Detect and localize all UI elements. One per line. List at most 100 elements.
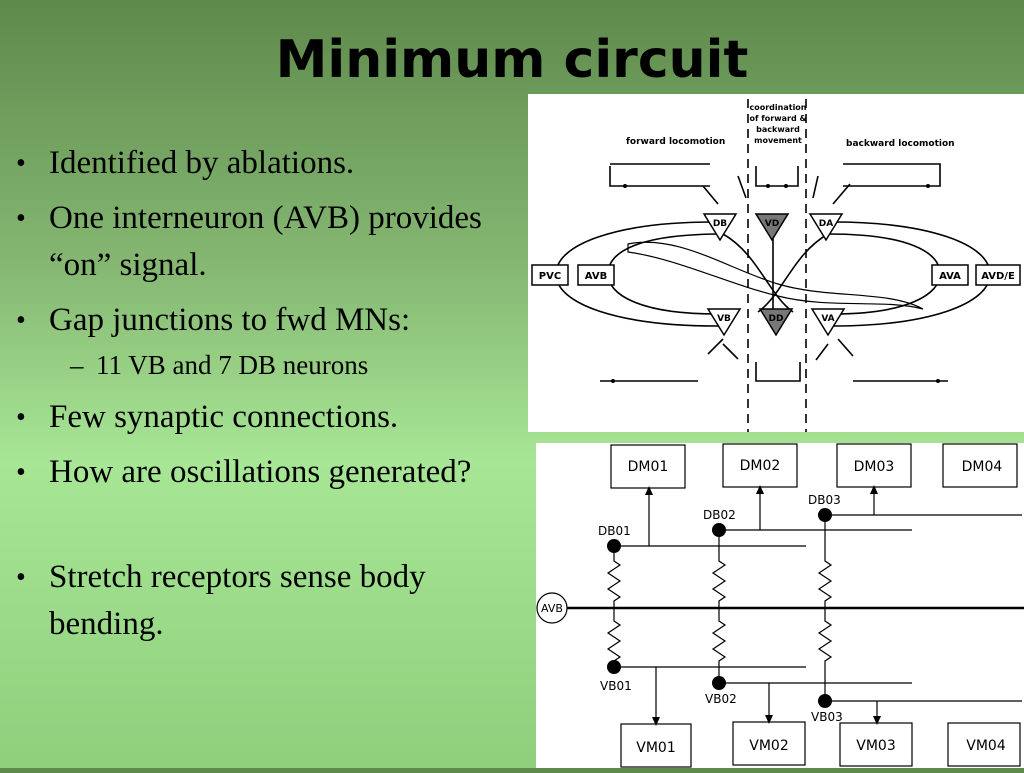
- gap-junction-svg: DM01 DM02 DM03 DM04 VM01 VM02 VM03 VM04 …: [536, 443, 1024, 768]
- db-neuron-label: DB02: [703, 508, 736, 522]
- worm-body: [627, 241, 924, 310]
- vb-soma-dot: [712, 676, 726, 690]
- db-soma-dot: [607, 539, 621, 553]
- db-neuron-triangle: [702, 213, 738, 242]
- sub-bullet-text: 11 VB and 7 DB neurons: [96, 350, 369, 380]
- avb-node-box: [577, 264, 615, 286]
- db-neuron-label: DB03: [808, 493, 841, 507]
- left-circuit-loop-inner: [607, 233, 724, 315]
- right-circuit-loop-inner: [827, 233, 941, 315]
- coordination-label-line: backward: [756, 125, 800, 134]
- dd-neuron-triangle: [758, 308, 794, 337]
- vd-label: VD: [765, 219, 779, 229]
- synapse-dot: [926, 184, 930, 188]
- db-label: DB: [713, 219, 727, 229]
- activation-ray: [837, 338, 854, 357]
- arrowhead: [870, 485, 878, 494]
- backward-locomotion-label: backward locomotion: [846, 139, 955, 149]
- dm-box: [610, 444, 686, 489]
- bullet-item: • Gap junctions to fwd MNs:: [12, 297, 517, 344]
- arrowhead: [645, 486, 653, 495]
- dm-label: DM03: [854, 459, 895, 475]
- bullet-item: • Few synaptic connections.: [12, 394, 517, 441]
- vb-label: VB: [717, 314, 731, 324]
- synapse-dot: [611, 379, 615, 383]
- activation-ray: [707, 338, 724, 355]
- muscle-line: [843, 163, 941, 187]
- bullet-dot: •: [16, 148, 26, 179]
- activation-ray: [832, 183, 851, 205]
- pvc-label: PVC: [539, 271, 561, 282]
- bullet-item: • One interneuron (AVB) provides “on” si…: [12, 195, 517, 289]
- slide-title: Minimum circuit: [275, 30, 749, 90]
- gap-junction-resistor: [817, 515, 833, 701]
- avb-label: AVB: [585, 271, 607, 282]
- vm-label: VM03: [856, 738, 895, 754]
- vb-neuron-label: VB03: [811, 710, 843, 724]
- da-neuron-triangle: [808, 213, 844, 242]
- coordination-label-line: of forward &: [750, 114, 807, 123]
- bullet-text: Few synaptic connections.: [49, 399, 399, 435]
- db-soma-dot: [818, 508, 832, 522]
- activation-ray: [812, 175, 819, 199]
- coordination-label-line: movement: [754, 136, 802, 145]
- gap-junction-resistor: [606, 546, 622, 667]
- bullet-dot: •: [16, 203, 26, 234]
- bullet-dot: •: [16, 402, 26, 433]
- bullet-text: One interneuron (AVB) provides “on” sign…: [49, 200, 482, 283]
- synapse-dot: [784, 184, 788, 188]
- arrowhead: [765, 715, 773, 724]
- vm-label: VM04: [966, 738, 1006, 754]
- bullet-spacer: [12, 504, 517, 554]
- vd-neuron-triangle: [754, 213, 790, 242]
- bullet-dot: •: [16, 562, 26, 593]
- pvc-node-box: [531, 264, 569, 286]
- muscle-line: [755, 362, 801, 382]
- db-neuron-label: DB01: [598, 524, 631, 538]
- arrowhead: [756, 485, 764, 494]
- crossing-wire: [722, 233, 794, 313]
- bullet-dot: •: [16, 305, 26, 336]
- bullet-dot: •: [16, 457, 26, 488]
- locomotion-circuit-figure: forward locomotion backward locomotion c…: [528, 94, 1024, 432]
- vm-box: [839, 722, 913, 767]
- va-neuron-triangle: [810, 308, 846, 337]
- sub-bullet-dash: –: [70, 350, 84, 380]
- dm-label: DM04: [962, 459, 1003, 475]
- muscle-line: [609, 166, 710, 187]
- bullet-list: • Identified by ablations. • One interne…: [12, 140, 517, 656]
- bullet-text: Identified by ablations.: [49, 145, 355, 181]
- activation-ray: [702, 185, 719, 205]
- bullet-text: How are oscillations generated?: [49, 454, 472, 490]
- muscle-line: [755, 166, 799, 187]
- vb-soma-dot: [818, 694, 832, 708]
- synapse-dot: [766, 184, 770, 188]
- synapse-dot: [623, 184, 627, 188]
- bullet-item: • Stretch receptors sense body bending.: [12, 554, 517, 648]
- sub-bullet-item: – 11 VB and 7 DB neurons: [12, 348, 517, 382]
- forward-locomotion-label: forward locomotion: [626, 137, 725, 147]
- vm-box: [947, 722, 1021, 767]
- dm-label: DM01: [628, 459, 669, 475]
- vb-neuron-label: VB02: [705, 692, 737, 706]
- dm-label: DM02: [740, 458, 781, 474]
- vm-label: VM01: [636, 740, 675, 756]
- bullet-text: Stretch receptors sense body bending.: [49, 559, 426, 642]
- crossing-wire: [757, 233, 829, 313]
- activation-ray: [722, 343, 739, 360]
- avde-label: AVD/E: [981, 271, 1015, 282]
- dd-label: DD: [769, 314, 784, 324]
- gap-junction-figure: DM01 DM02 DM03 DM04 VM01 VM02 VM03 VM04 …: [536, 443, 1024, 768]
- vb-neuron-triangle: [706, 308, 742, 337]
- vb-neuron-label: VB01: [600, 679, 632, 693]
- da-label: DA: [819, 219, 833, 229]
- bullet-text: Gap junctions to fwd MNs:: [49, 302, 411, 338]
- arrowhead: [873, 716, 881, 725]
- gap-junction-resistor: [711, 530, 727, 683]
- bullet-item: • Identified by ablations.: [12, 140, 517, 187]
- bullet-item: • How are oscillations generated?: [12, 449, 517, 496]
- ava-node-box: [931, 264, 969, 286]
- activation-ray: [737, 175, 747, 199]
- dm-box: [942, 443, 1018, 488]
- avde-node-box: [975, 264, 1021, 286]
